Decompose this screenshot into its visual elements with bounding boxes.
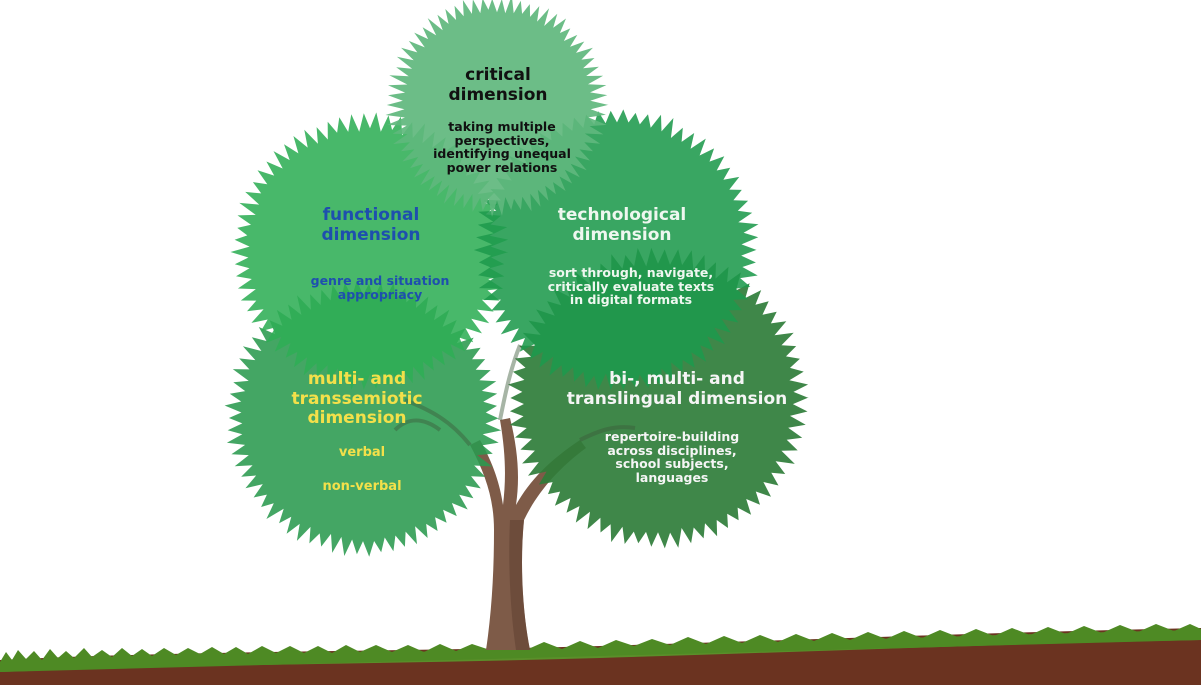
branch-2 [498, 344, 522, 421]
canopy-critical [385, 0, 609, 217]
trunk-shadow [509, 520, 530, 650]
grass-blades [0, 624, 1201, 672]
branch-4 [393, 418, 442, 432]
bilingual-title: bi-, multi- and translingual dimension [566, 369, 788, 409]
functional-title: functional dimension [321, 205, 421, 245]
multi-title: multi- and transsemiotic dimension [291, 369, 423, 429]
branch-1 [404, 398, 472, 447]
technological-title: technological dimension [557, 205, 687, 245]
branch-3 [579, 425, 636, 442]
ground [0, 624, 1201, 685]
multi-nonverbal: non-verbal [322, 479, 402, 494]
critical-desc: taking multiple perspectives, identifyin… [433, 119, 571, 175]
canopy [224, 0, 809, 557]
bilingual-desc: repertoire-building across disciplines, … [604, 429, 740, 485]
technological-desc: sort through, navigate, critically evalu… [547, 265, 715, 307]
tree-trunk [470, 418, 586, 650]
multi-verbal: verbal [338, 445, 386, 460]
critical-title: critical dimension [448, 65, 548, 105]
trunk [470, 418, 586, 650]
functional-desc: genre and situation appropriacy [310, 273, 450, 302]
